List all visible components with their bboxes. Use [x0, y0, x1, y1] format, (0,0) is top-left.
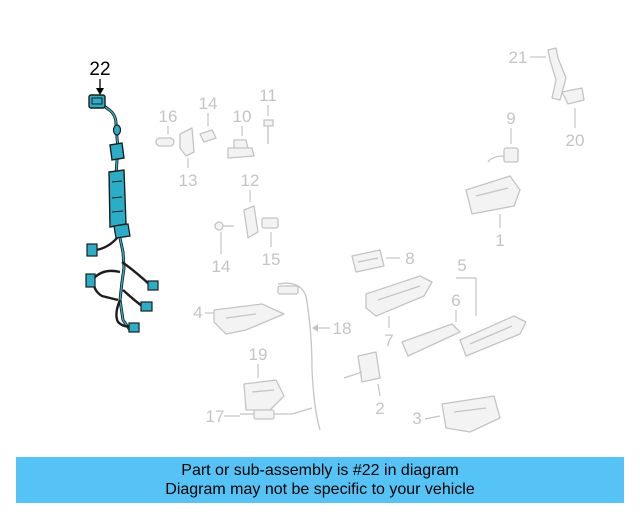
- callout-8: 8: [405, 249, 414, 268]
- part-9-socket: [487, 147, 519, 163]
- callout-22[interactable]: 22: [89, 59, 110, 80]
- callout-14-upper: 14: [199, 94, 218, 113]
- callout-4: 4: [193, 303, 202, 322]
- callout-12: 12: [241, 171, 260, 190]
- banner-line-2: Diagram may not be specific to your vehi…: [165, 481, 475, 498]
- callout-16: 16: [159, 107, 178, 126]
- callout-11: 11: [259, 86, 277, 105]
- part-18-cable: [277, 282, 321, 431]
- part-12-bracket: [243, 205, 259, 239]
- callout-7: 7: [384, 331, 393, 350]
- part-11-screw: [263, 119, 274, 144]
- callout-13: 13: [179, 171, 198, 190]
- callout-14-lower: 14: [212, 257, 231, 276]
- part-17-rod: [240, 407, 313, 420]
- callout-17: 17: [206, 407, 225, 426]
- callout-3: 3: [412, 409, 421, 428]
- part-10-latch: [227, 139, 255, 159]
- part-13-bracket: [179, 127, 195, 157]
- callout-2: 2: [375, 399, 384, 418]
- callout-9: 9: [506, 109, 515, 128]
- banner-line-1: Part or sub-assembly is #22 in diagram: [181, 462, 459, 479]
- part-14-screw-lower: [214, 221, 234, 231]
- callout-21: 21: [509, 48, 528, 67]
- part-8-bezel: [351, 249, 385, 273]
- part-20-clip: [561, 87, 585, 105]
- parts-diagram: 22 16 13 14 10 11 12 14: [85, 47, 585, 433]
- part-2-actuator: [343, 351, 381, 383]
- callout-5: 5: [457, 256, 466, 275]
- callout-20: 20: [566, 131, 585, 150]
- part-1-light: [465, 175, 521, 215]
- callout-22-arrow: [96, 88, 104, 95]
- callout-19: 19: [249, 345, 268, 364]
- part-16-pin: [155, 137, 175, 147]
- part-5-lamp: [459, 315, 527, 357]
- part-4-cover: [213, 303, 285, 335]
- info-banner: Part or sub-assembly is #22 in diagram D…: [16, 457, 624, 503]
- part-3-housing: [441, 395, 501, 433]
- callout-6: 6: [451, 291, 460, 310]
- part-6-lens: [401, 323, 461, 357]
- part-19-module: [243, 379, 285, 411]
- callout-15: 15: [262, 250, 281, 269]
- callout-1: 1: [495, 231, 504, 250]
- wiring-harness-part-22[interactable]: [85, 94, 159, 333]
- part-21-bracket: [547, 47, 567, 101]
- part-15-clip: [261, 217, 279, 229]
- part-14-bolt: [199, 129, 217, 143]
- callout-10: 10: [233, 107, 252, 126]
- callout-18: 18: [333, 319, 352, 338]
- part-7-handle: [365, 275, 433, 317]
